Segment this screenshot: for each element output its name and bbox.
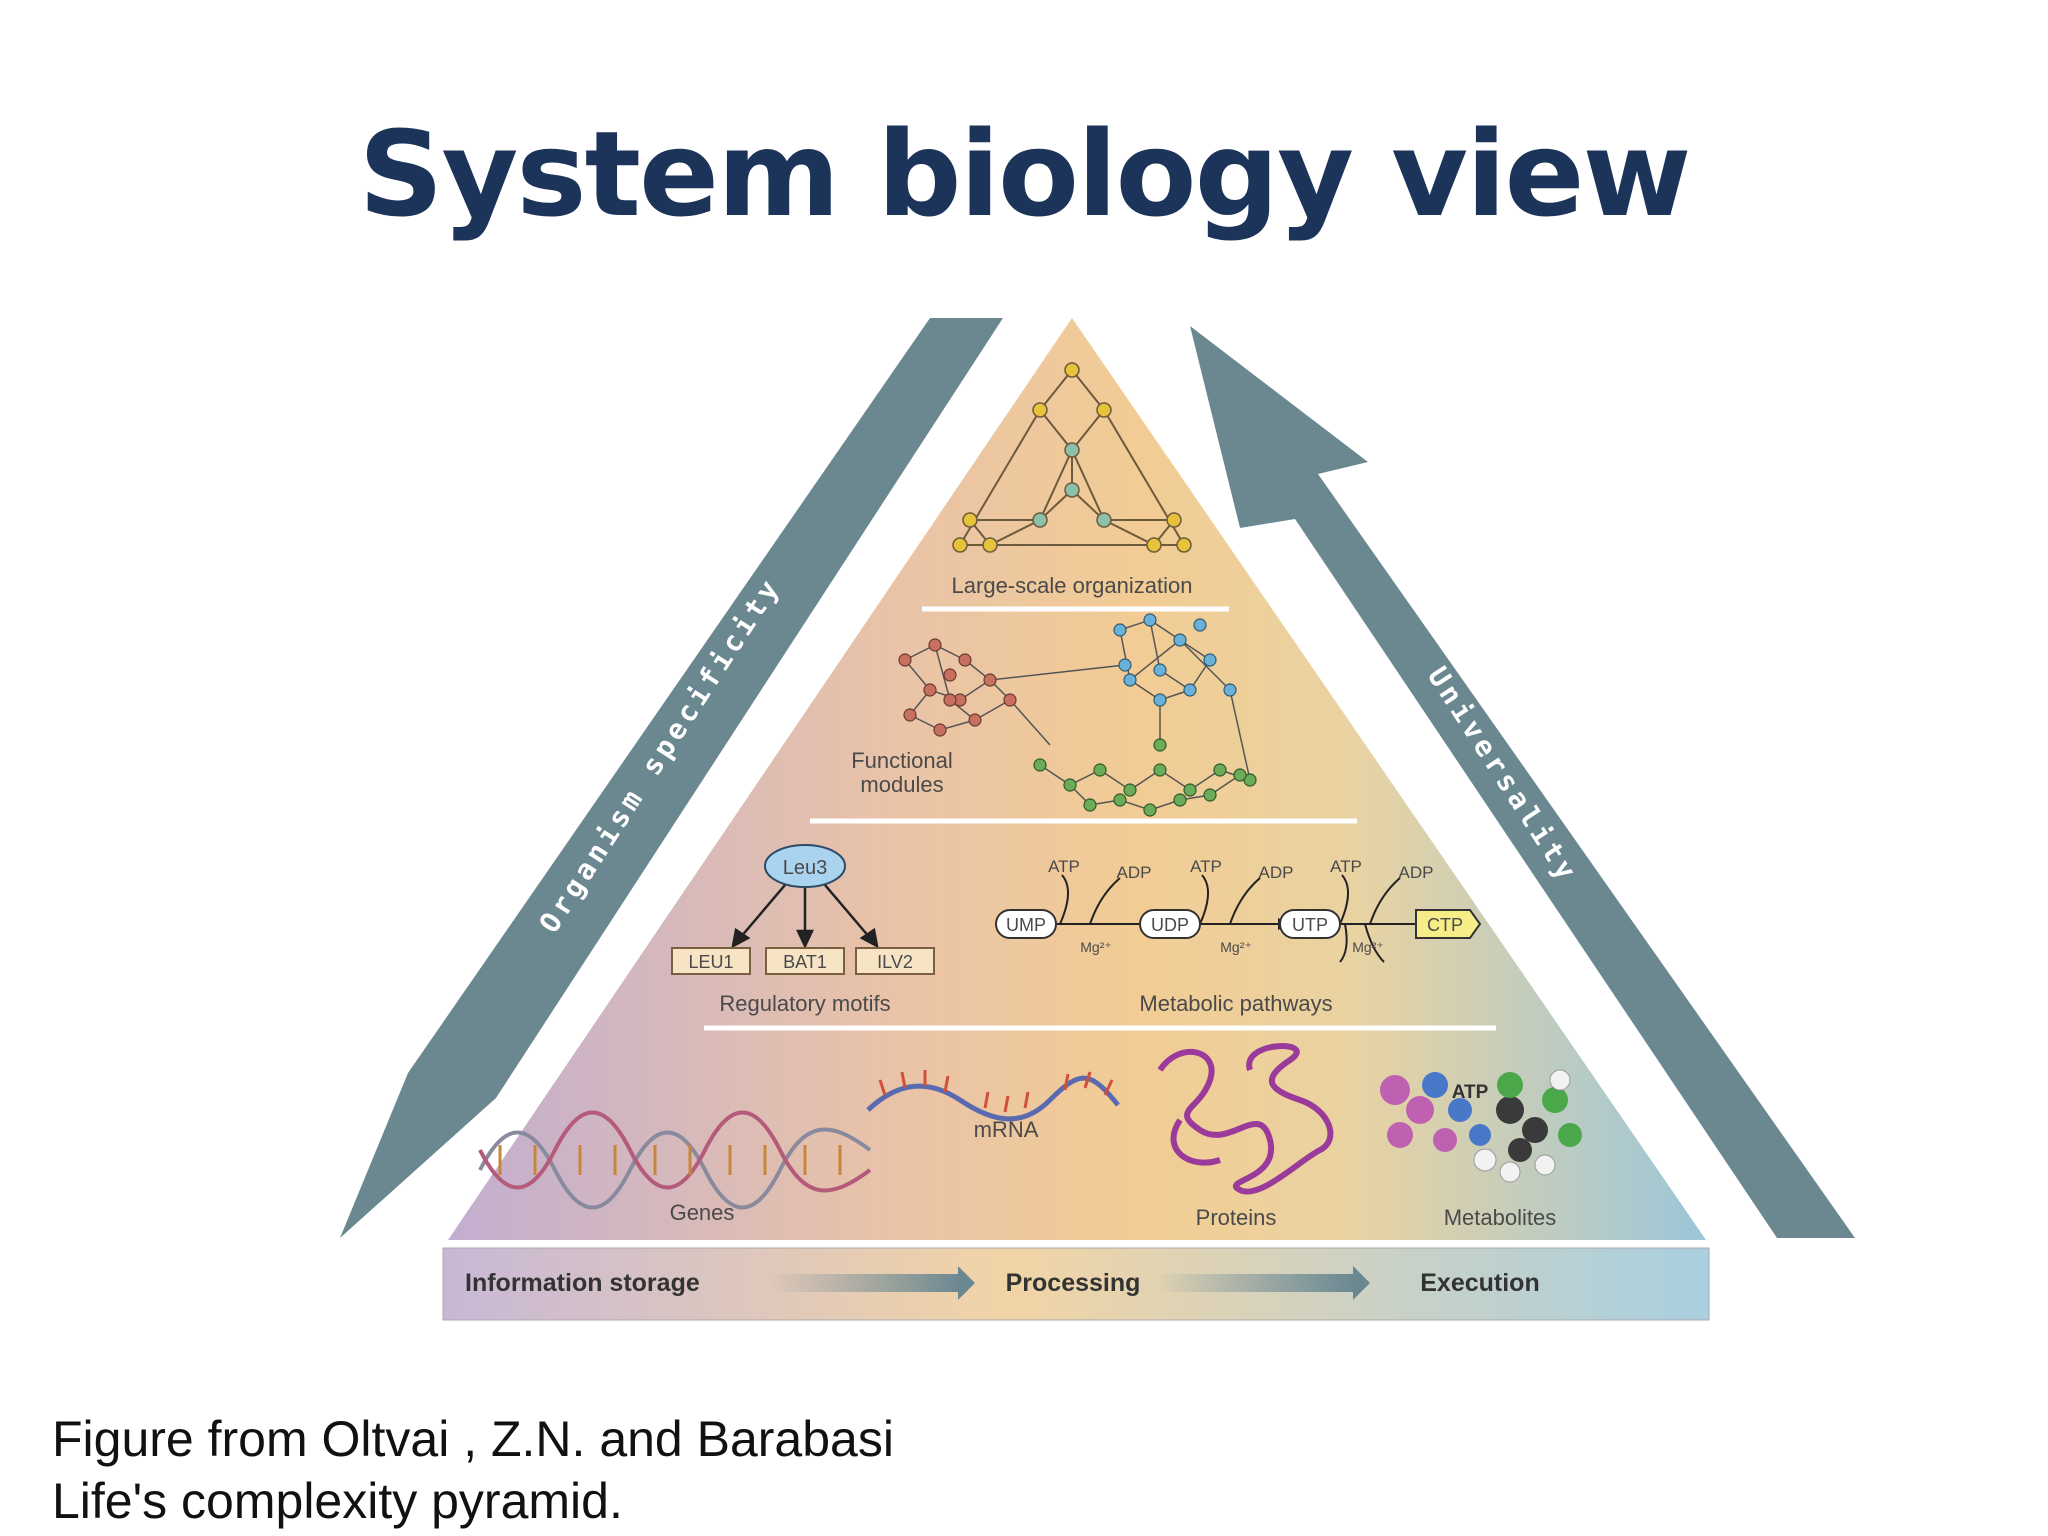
tier-metabolic-label: Metabolic pathways [1139, 991, 1332, 1016]
motif-target-bat1: BAT1 [783, 952, 827, 972]
dna-double-helix [478, 1110, 872, 1210]
universality-label: Universality [1421, 661, 1585, 889]
svg-text:Mg²⁺: Mg²⁺ [1220, 939, 1252, 955]
svg-text:ATP: ATP [1330, 857, 1362, 876]
mrna-strand [866, 1070, 1120, 1122]
flow-bar: Information storage Processing Execution [442, 1247, 1710, 1321]
motif-target-leu1: LEU1 [688, 952, 733, 972]
tier-regulatory-label: Regulatory motifs [719, 991, 890, 1016]
svg-text:UMP: UMP [1006, 915, 1046, 935]
pathway-node-utp [1279, 909, 1341, 939]
svg-text:ATP: ATP [1190, 857, 1222, 876]
mrna-label: mRNA [974, 1117, 1039, 1142]
svg-text:ATP: ATP [1048, 857, 1080, 876]
flow-information-storage: Information storage [465, 1269, 700, 1297]
svg-text:CTP: CTP [1427, 915, 1463, 935]
metabolic-pathway: UMP UDP UTP CTP ATP ADP ATP ADP ATP ADP … [995, 857, 1482, 963]
pathway-node-ump [995, 909, 1057, 939]
proteins-label: Proteins [1196, 1205, 1277, 1230]
metabolites-label: Metabolites [1444, 1205, 1557, 1230]
figure-caption: Figure from Oltvai , Z.N. and Barabasi L… [52, 1408, 894, 1532]
svg-text:ADP: ADP [1117, 863, 1152, 882]
slide-title: System biology view [358, 105, 1692, 243]
tier-dividers [704, 606, 1496, 1031]
flow-execution: Execution [1420, 1269, 1539, 1297]
caption-line-1: Figure from Oltvai , Z.N. and Barabasi [52, 1411, 894, 1467]
pathway-node-ctp [1415, 909, 1482, 939]
svg-text:Mg²⁺: Mg²⁺ [1080, 939, 1112, 955]
functional-modules-network [898, 613, 1257, 817]
tier-functional-label-1: Functional [851, 748, 953, 773]
caption-line-2: Life's complexity pyramid. [52, 1473, 623, 1529]
flow-processing: Processing [1006, 1269, 1141, 1297]
leu3-node [764, 844, 846, 888]
protein-ribbon [1157, 1043, 1334, 1195]
regulatory-motif: Leu3 LEU1 BAT1 ILV2 [671, 844, 935, 975]
svg-text:ADP: ADP [1399, 863, 1434, 882]
svg-text:Mg²⁺: Mg²⁺ [1352, 939, 1384, 955]
atp-tag: ATP [1452, 1082, 1489, 1103]
svg-text:UTP: UTP [1292, 915, 1328, 935]
leu3-label: Leu3 [783, 857, 828, 879]
svg-text:ADP: ADP [1259, 863, 1294, 882]
motif-target-ilv2: ILV2 [877, 952, 913, 972]
svg-text:UDP: UDP [1151, 915, 1189, 935]
genes-label: Genes [670, 1200, 735, 1225]
tier-functional-label-2: modules [860, 772, 943, 797]
tier-large-scale-label: Large-scale organization [952, 573, 1193, 598]
pyramid-body [448, 318, 1706, 1240]
pathway-node-udp [1139, 909, 1201, 939]
atp-molecule: ATP [1380, 1069, 1582, 1183]
large-scale-network [952, 362, 1192, 553]
